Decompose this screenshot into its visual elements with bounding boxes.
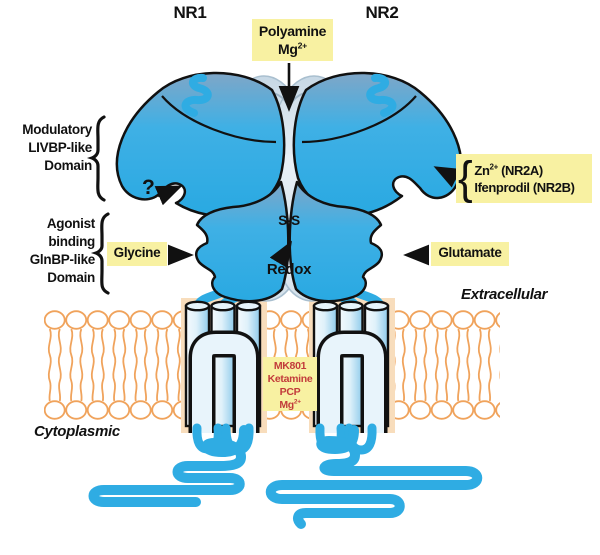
glutamate-site-label: Glutamate [431,242,509,266]
zinc-line: Zn2+ (NR2A) [474,162,543,178]
arrows [154,63,462,269]
pcp-text: PCP [279,386,301,398]
cytoplasmic-tail-left [88,425,249,507]
polyamine-site-label: Polyamine Mg2+ [252,19,333,61]
glycine-site-label: Glycine [107,242,167,266]
cytoplasmic-tails [88,423,483,529]
cytoplasmic-tail-right [265,425,483,529]
unknown-site-label: ? [142,176,155,199]
nr1-glnbp-domain [195,180,290,303]
mk801-text: MK801 [273,360,307,372]
zinc-ifenprodil-site-label: { Zn2+ (NR2A) Ifenprodil (NR2B) [456,154,592,203]
disulfide-bond-label: S-S [278,213,300,228]
channel-left [184,300,262,433]
modulatory-domain-brace [86,115,106,202]
nr1-n-terminus-squiggle [181,73,212,117]
zinc-brace: { [458,152,473,204]
m2-loop-right-fill [320,334,384,433]
m2-loop-left-fill [192,334,256,433]
ifenprodil-line: Ifenprodil (NR2B) [474,179,575,195]
membrane-left-section [44,308,181,422]
redox-arrow [269,240,293,269]
polyamine-text: Polyamine [258,23,327,39]
channel-right [312,300,390,433]
membrane-right-section [395,308,500,422]
nr2-shell-fold-line [301,95,417,144]
magnesium-text: Mg2+ [278,40,307,57]
clamshell-domains [115,71,463,303]
nr1-subunit-label: NR1 [173,3,207,22]
nr1-shell-fold-line [161,95,277,144]
nr2-glnbp-domain [288,180,383,303]
extracellular-label: Extracellular [461,286,548,303]
redox-site-label: Redox [266,261,312,278]
unknown-site-arrow [154,185,183,206]
nr2-n-terminus-squiggle [366,73,397,117]
zinc-arrow [433,166,462,188]
nr2-subunit-label: NR2 [365,3,399,22]
agonist-domain-label: Agonist binding GlnBP-like Domain [29,216,96,285]
braces [86,115,110,295]
magnesium-blocker-text: Mg2+ [279,398,301,411]
nr2-livbp-domain [292,71,463,217]
ketamine-text: Ketamine [267,373,313,385]
modulatory-domain-label: Modulatory LIVBP-like Domain [22,122,92,173]
channel-blocker-label: MK801 Ketamine PCP Mg2+ [263,357,317,411]
cytoplasmic-label: Cytoplasmic [34,423,120,440]
agonist-domain-brace [90,212,110,295]
